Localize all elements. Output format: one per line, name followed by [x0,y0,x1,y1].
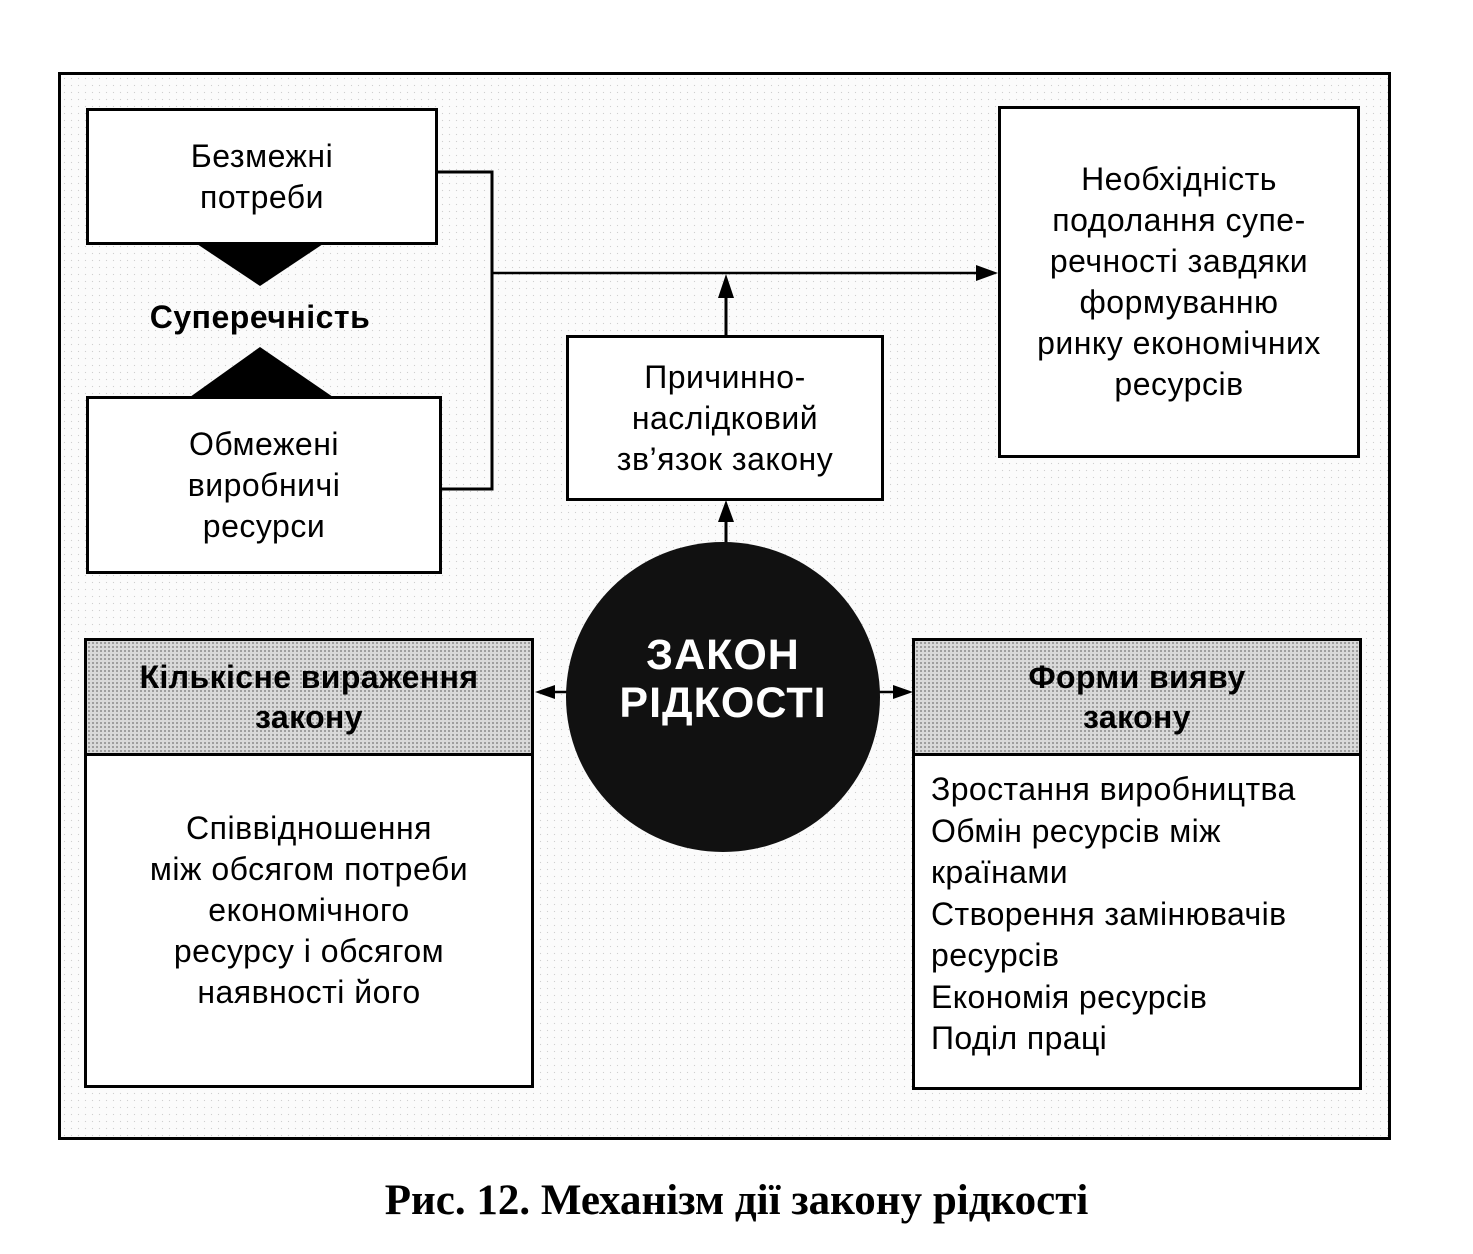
quantitative-body: Співвідношення між обсягом потреби еконо… [87,756,531,1085]
resources-box: Обмежені виробничі ресурси [86,396,442,574]
quantitative-header-text: Кількісне вираження закону [139,659,479,735]
arrow-circle-up-head [718,500,734,522]
list-item: Зростання виробництва [931,771,1296,807]
forms-header: Форми вияву закону [915,641,1359,756]
arrow-right-head [893,685,913,699]
contradiction-triangle-top [197,244,323,286]
list-item: країнами [931,854,1069,890]
list-item: Економія ресурсів [931,978,1208,1015]
quantitative-panel: Кількісне вираження закону Співвідношенн… [84,638,534,1088]
needs-box: Безмежні потреби [86,108,438,245]
forms-header-text: Форми вияву закону [1028,659,1246,735]
quantitative-header: Кількісне вираження закону [87,641,531,756]
list-item: Створення замінювачів [931,895,1287,932]
quantitative-body-text: Співвідношення між обсягом потреби еконо… [149,810,469,1010]
causal-box: Причинно- наслідковий зв’язок закону [566,335,884,501]
contradiction-triangle-bottom [190,347,333,397]
law-title-line2: РІДКОСТІ [619,679,827,727]
figure-caption: Рис. 12. Механізм дії закону рідкості [384,1177,1089,1224]
list-item: Поділ праці [931,1020,1108,1056]
forms-panel: Форми вияву закону Зростання виробництва… [912,638,1362,1090]
arrow-left-head [535,685,555,699]
bracket-line [437,170,494,491]
causal-text: Причинно- наслідковий зв’язок закону [616,358,834,477]
contradiction-label: Суперечність [149,299,371,335]
necessity-text: Необхідність подолання супе- речності за… [1037,161,1321,402]
list-item: Обмін ресурсів між [931,812,1221,849]
forms-list: Зростання виробництва Обмін ресурсів між… [931,769,1351,1060]
arrow-to-necessity-head [976,265,998,281]
law-title-line1: ЗАКОН [646,631,800,679]
resources-text: Обмежені виробничі ресурси [187,425,341,544]
list-item: ресурсів [931,937,1060,973]
arrow-causal-up-head [718,274,734,298]
needs-text: Безмежні потреби [190,137,334,215]
necessity-box: Необхідність подолання супе- речності за… [998,106,1360,458]
law-circle: ЗАКОН РІДКОСТІ [566,542,880,852]
